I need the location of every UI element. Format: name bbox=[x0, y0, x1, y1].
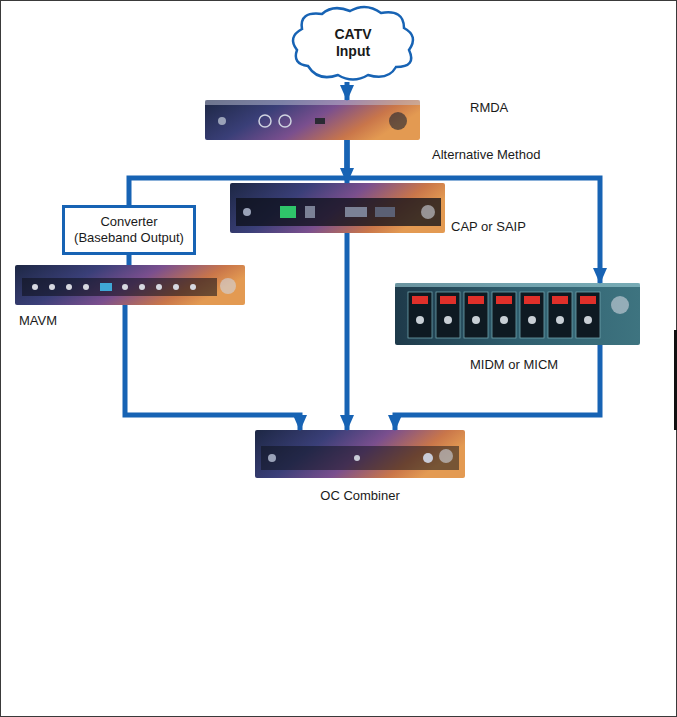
device-node: MIDM or MICM bbox=[395, 283, 640, 345]
device-label: OC Combiner bbox=[255, 488, 465, 503]
annotation-label: Alternative Method bbox=[430, 147, 542, 162]
midm-device bbox=[395, 283, 640, 345]
mavm-device bbox=[15, 265, 245, 305]
device-label: RMDA bbox=[470, 100, 508, 115]
cloud-node: CATV Input bbox=[288, 4, 418, 82]
flow-connector bbox=[395, 345, 600, 430]
process-box: Converter (Baseband Output) bbox=[62, 205, 196, 255]
device-node: OC Combiner bbox=[255, 430, 465, 478]
flow-connector bbox=[345, 233, 350, 430]
rmda-device bbox=[205, 100, 420, 140]
device-node: RMDA bbox=[205, 100, 420, 140]
cap-device bbox=[230, 183, 445, 233]
oc-combiner-device bbox=[255, 430, 465, 478]
device-label: MIDM or MICM bbox=[470, 357, 558, 372]
box-text: Converter (Baseband Output) bbox=[71, 214, 187, 246]
device-label: MAVM bbox=[19, 313, 57, 328]
flow-connector bbox=[129, 140, 347, 205]
flow-connector bbox=[125, 305, 300, 430]
flow-connector bbox=[127, 255, 132, 265]
flow-connector bbox=[345, 82, 350, 100]
frame-mark bbox=[674, 330, 677, 430]
cloud-text: CATV Input bbox=[328, 26, 378, 60]
flow-connector bbox=[347, 140, 600, 283]
device-label: CAP or SAIP bbox=[451, 219, 526, 234]
device-node: CAP or SAIP bbox=[230, 183, 445, 233]
device-node: MAVM bbox=[15, 265, 245, 305]
